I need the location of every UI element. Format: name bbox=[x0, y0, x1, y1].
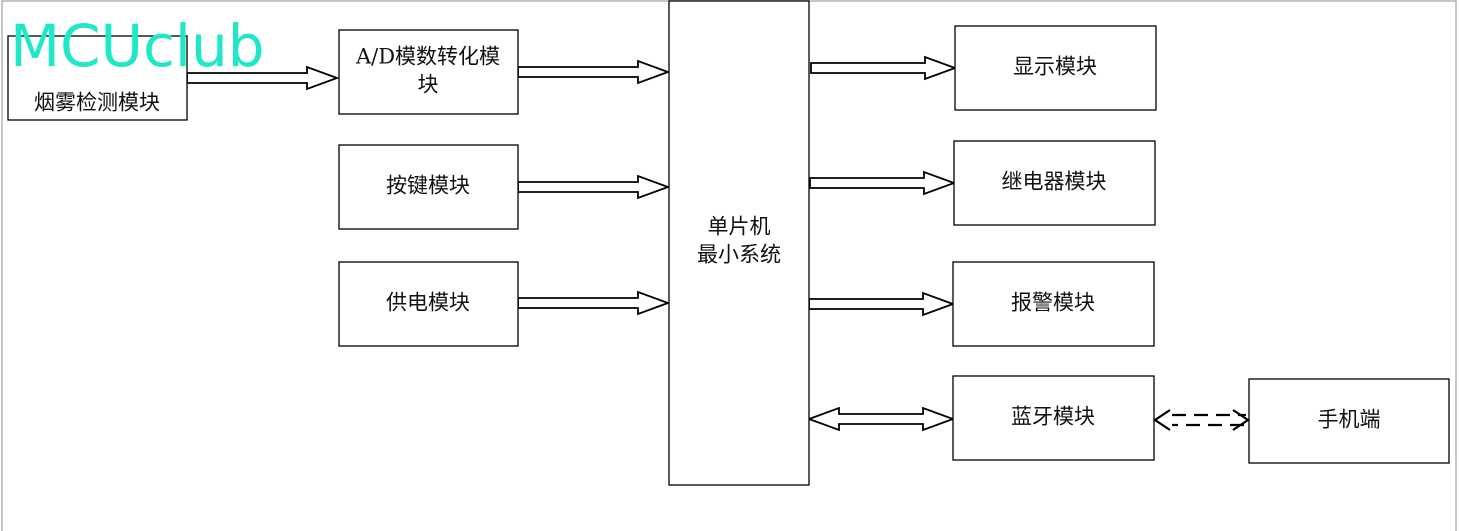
relay-block bbox=[953, 140, 1156, 226]
arrow-ad-to-mcu bbox=[517, 59, 671, 85]
keys-label: 按键模块 bbox=[386, 174, 470, 198]
bluetooth-block bbox=[952, 375, 1155, 461]
alarm-block bbox=[952, 261, 1155, 347]
wireless-link-arrow bbox=[1153, 409, 1250, 431]
arrow-mcu-to-relay bbox=[809, 170, 957, 196]
phone-label: 手机端 bbox=[1318, 408, 1381, 432]
arrow-mcu-to-alarm bbox=[808, 291, 956, 317]
arrow-mcu-to-display bbox=[810, 55, 958, 81]
mcuclub-watermark: MCUclub bbox=[10, 12, 265, 80]
alarm-label: 报警模块 bbox=[1011, 291, 1095, 315]
arrow-smoke-to-ad bbox=[186, 65, 340, 91]
display-label: 显示模块 bbox=[1013, 55, 1097, 79]
display-block bbox=[954, 25, 1157, 111]
arrow-power-to-mcu bbox=[517, 290, 671, 316]
power-block bbox=[338, 261, 519, 347]
mcu-block bbox=[668, 0, 810, 486]
arrow-mcu-bluetooth-bidirectional bbox=[806, 406, 956, 432]
mcu-label-2: 最小系统 bbox=[697, 243, 781, 267]
bluetooth-label: 蓝牙模块 bbox=[1011, 405, 1095, 429]
ad-converter-label-2: 块 bbox=[418, 73, 439, 97]
ad-converter-block bbox=[338, 29, 519, 115]
smoke-detection-block bbox=[7, 35, 188, 121]
relay-label: 继电器模块 bbox=[1002, 170, 1107, 194]
keys-block bbox=[338, 144, 519, 230]
mcu-label-1: 单片机 bbox=[708, 215, 771, 239]
arrow-keys-to-mcu bbox=[517, 174, 671, 200]
power-label: 供电模块 bbox=[386, 291, 470, 315]
phone-block bbox=[1248, 378, 1450, 464]
smoke-detection-label: 烟雾检测模块 bbox=[34, 91, 160, 115]
ad-converter-label-1: A/D模数转化模 bbox=[355, 45, 500, 69]
